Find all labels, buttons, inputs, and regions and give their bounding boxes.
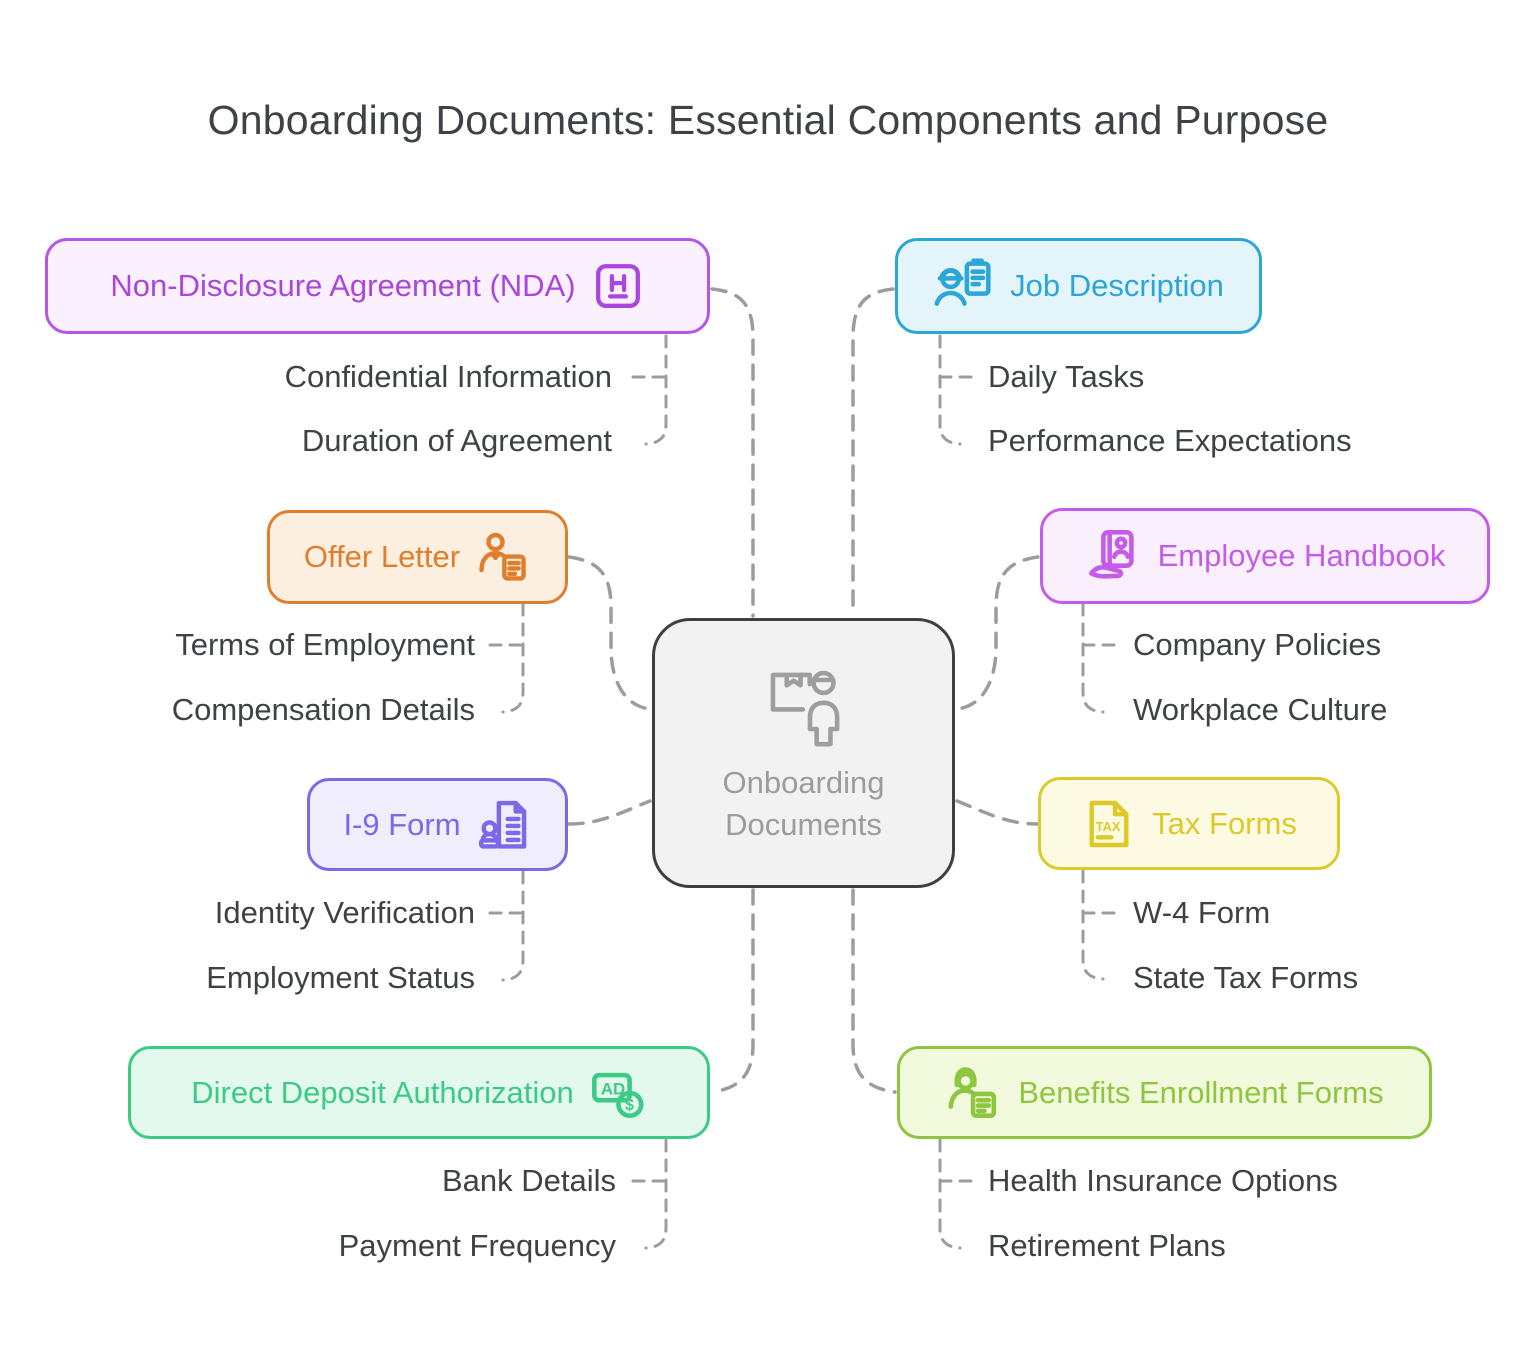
stem-benefits — [938, 1138, 975, 1250]
branch-label-direct-deposit: Direct Deposit Authorization — [191, 1074, 574, 1110]
center-node-onboarding-documents: Onboarding Documents — [652, 618, 955, 888]
branch-label-benefits: Benefits Enrollment Forms — [1018, 1074, 1384, 1110]
sub-item-retirement-plans: Retirement Plans — [988, 1228, 1226, 1263]
sub-item-duration-of-agreement: Duration of Agreement — [301, 423, 612, 458]
branch-box-job-description: Job Description — [895, 238, 1262, 334]
page-title: Onboarding Documents: Essential Componen… — [207, 97, 1329, 143]
connector-tax-center — [955, 799, 1039, 826]
connector-job-center — [851, 287, 895, 618]
branch-box-direct-deposit-authorization: Direct Deposit Authorization AD $ — [128, 1046, 710, 1139]
connector-handbook-center — [955, 555, 1040, 711]
sub-item-terms-of-employment: Terms of Employment — [175, 627, 475, 662]
stem-i9 — [488, 870, 525, 982]
branch-label-i9-form: I-9 Form — [343, 806, 461, 842]
sub-item-daily-tasks: Daily Tasks — [988, 359, 1145, 394]
svg-text:TAX: TAX — [1096, 820, 1121, 834]
worker-clipboard-icon — [934, 258, 991, 306]
stem-dd — [631, 1138, 668, 1250]
sub-item-health-insurance-options: Health Insurance Options — [988, 1163, 1338, 1198]
agent-document-icon — [948, 1066, 997, 1118]
svg-text:AD: AD — [601, 1079, 625, 1098]
branch-label-employee-handbook: Employee Handbook — [1157, 538, 1446, 573]
stem-job — [938, 334, 975, 446]
heading-box-icon — [595, 264, 640, 308]
sub-item-bank-details: Bank Details — [441, 1163, 616, 1198]
sub-item-workplace-culture: Workplace Culture — [1133, 692, 1388, 727]
handbook-hand-icon — [1088, 530, 1134, 579]
deposit-card-icon: AD $ — [591, 1072, 644, 1118]
center-node-label: Onboarding Documents — [722, 765, 885, 842]
sub-item-confidential-information: Confidential Information — [284, 359, 612, 394]
sub-item-payment-frequency: Payment Frequency — [338, 1228, 616, 1263]
branch-label-offer-letter: Offer Letter — [303, 539, 461, 574]
branch-box-benefits-enrollment-forms: Benefits Enrollment Forms — [897, 1046, 1432, 1139]
connector-nda-center — [710, 287, 755, 618]
tax-document-icon: TAX — [1089, 800, 1129, 847]
sub-item-compensation-details: Compensation Details — [171, 692, 475, 727]
branch-label-nda: Non-Disclosure Agreement (NDA) — [110, 268, 576, 303]
stem-tax — [1081, 869, 1118, 981]
branch-box-offer-letter: Offer Letter — [267, 510, 568, 604]
svg-text:$: $ — [625, 1097, 634, 1114]
connector-offer-center — [567, 555, 652, 711]
branch-box-employee-handbook: Employee Handbook — [1040, 508, 1490, 604]
sub-item-performance-expectations: Performance Expectations — [988, 423, 1352, 458]
package-person-icon — [770, 670, 839, 747]
branch-box-i9-form: I-9 Form — [307, 778, 568, 871]
branch-label-tax-forms: Tax Forms — [1152, 805, 1297, 841]
connector-i9-center — [567, 799, 652, 826]
branch-label-job-description: Job Description — [1010, 268, 1224, 303]
sub-item-identity-verification: Identity Verification — [214, 895, 475, 930]
stem-handbook — [1081, 602, 1118, 714]
sub-item-company-policies: Company Policies — [1133, 627, 1382, 662]
branch-box-nda: Non-Disclosure Agreement (NDA) — [45, 238, 710, 334]
connector-benefits-center — [851, 888, 897, 1094]
stamp-document-icon — [478, 800, 526, 849]
branch-box-tax-forms: TAX Tax Forms — [1038, 777, 1340, 870]
sub-item-w4-form: W-4 Form — [1133, 895, 1271, 930]
connector-dd-center — [710, 888, 755, 1094]
person-document-icon — [479, 532, 526, 581]
stem-offer — [488, 602, 525, 714]
sub-item-state-tax-forms: State Tax Forms — [1133, 960, 1359, 995]
stem-nda — [631, 334, 668, 446]
sub-item-employment-status: Employment Status — [206, 960, 475, 995]
